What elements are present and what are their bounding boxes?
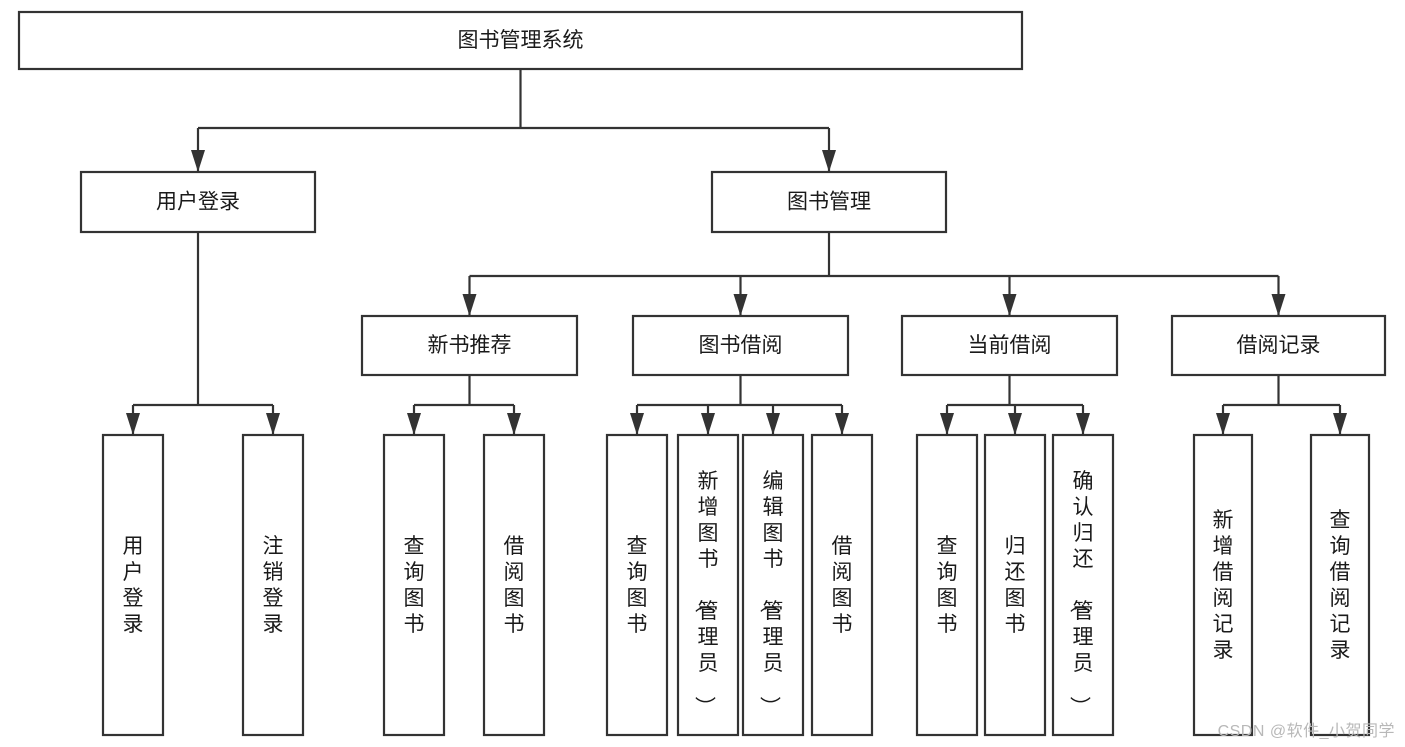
node-book-manage[interactable]: 图书管理 [710,170,948,234]
node-label-leaf-confirm-return: 确认归还（管理员） [1068,470,1094,717]
node-label-leaf-add-record: 新增借阅记录 [1213,509,1234,662]
node-book-borrow[interactable]: 图书借阅 [631,314,850,377]
node-box-leaf-return-book[interactable] [983,433,1047,737]
node-leaf-add-book[interactable]: 新增图书（管理员） [676,433,740,737]
node-box-leaf-add-record[interactable] [1192,433,1254,737]
node-label-leaf-user-login: 用户登录 [123,535,144,636]
node-label-leaf-query-record: 查询借阅记录 [1330,509,1351,662]
node-leaf-user-login[interactable]: 用户登录 [101,433,165,737]
node-box-leaf-query-book-3[interactable] [915,433,979,737]
node-root[interactable]: 图书管理系统 [17,10,1024,71]
node-box-leaf-query-book-2[interactable] [605,433,669,737]
node-label-leaf-borrow-book-2: 借阅图书 [832,535,853,636]
node-label-leaf-return-book: 归还图书 [1005,535,1026,636]
node-current-borrow[interactable]: 当前借阅 [900,314,1119,377]
node-label-leaf-logout: 注销登录 [263,535,284,636]
node-leaf-query-record[interactable]: 查询借阅记录 [1309,433,1371,737]
node-box-leaf-user-login[interactable] [101,433,165,737]
node-leaf-query-book-3[interactable]: 查询图书 [915,433,979,737]
node-label-borrow-record: 借阅记录 [1237,334,1321,357]
node-box-book-borrow[interactable] [631,314,850,377]
node-box-current-borrow[interactable] [900,314,1119,377]
node-box-borrow-record[interactable] [1170,314,1387,377]
node-label-book-borrow: 图书借阅 [699,334,783,357]
node-leaf-borrow-book-2[interactable]: 借阅图书 [810,433,874,737]
node-user-login[interactable]: 用户登录 [79,170,317,234]
node-label-book-manage: 图书管理 [787,191,871,214]
node-label-leaf-borrow-book-1: 借阅图书 [504,535,525,636]
connector-group-bus-borrow-record [1216,375,1347,435]
node-leaf-confirm-return[interactable]: 确认归还（管理员） [1051,433,1115,737]
node-leaf-query-book-2[interactable]: 查询图书 [605,433,669,737]
node-label-leaf-query-book-1: 查询图书 [404,535,425,636]
node-label-leaf-add-book: 新增图书（管理员） [693,470,719,717]
node-box-root[interactable] [17,10,1024,71]
connector-layer [126,69,1347,435]
node-label-leaf-query-book-2: 查询图书 [627,535,648,636]
node-label-new-book-rec: 新书推荐 [428,334,512,357]
node-box-leaf-add-book[interactable] [676,433,740,737]
node-leaf-query-book-1[interactable]: 查询图书 [382,433,446,737]
connector-group-bus-new-book-rec [407,375,521,435]
node-leaf-edit-book[interactable]: 编辑图书（管理员） [741,433,805,737]
node-layer: 图书管理系统用户登录图书管理新书推荐图书借阅当前借阅借阅记录用户登录注销登录查询… [17,10,1387,737]
node-box-leaf-confirm-return[interactable] [1051,433,1115,737]
node-label-current-borrow: 当前借阅 [968,334,1052,357]
connector-group-bus-current-borrow [940,375,1090,435]
node-box-leaf-borrow-book-1[interactable] [482,433,546,737]
node-leaf-borrow-book-1[interactable]: 借阅图书 [482,433,546,737]
node-new-book-rec[interactable]: 新书推荐 [360,314,579,377]
node-box-leaf-query-book-1[interactable] [382,433,446,737]
node-box-leaf-edit-book[interactable] [741,433,805,737]
node-borrow-record[interactable]: 借阅记录 [1170,314,1387,377]
node-label-leaf-edit-book: 编辑图书（管理员） [758,470,784,717]
node-leaf-logout[interactable]: 注销登录 [241,433,305,737]
node-box-leaf-query-record[interactable] [1309,433,1371,737]
node-label-leaf-query-book-3: 查询图书 [937,535,958,636]
connector-group-bus-user-login [126,232,280,435]
node-leaf-add-record[interactable]: 新增借阅记录 [1192,433,1254,737]
node-label-user-login: 用户登录 [156,191,240,214]
connector-group-bus-book-manage [462,232,1286,316]
node-label-root: 图书管理系统 [458,29,584,52]
node-box-book-manage[interactable] [710,170,948,234]
node-leaf-return-book[interactable]: 归还图书 [983,433,1047,737]
node-box-leaf-logout[interactable] [241,433,305,737]
node-box-new-book-rec[interactable] [360,314,579,377]
node-box-user-login[interactable] [79,170,317,234]
connector-group-bus-book-borrow [630,375,849,435]
connector-group-bus-root [191,69,836,172]
node-box-leaf-borrow-book-2[interactable] [810,433,874,737]
